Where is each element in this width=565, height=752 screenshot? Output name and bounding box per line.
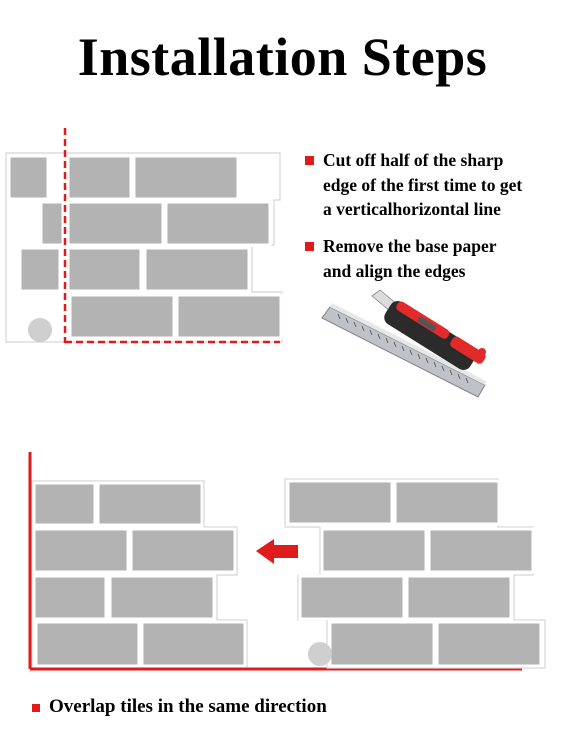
footer-note-text: Overlap tiles in the same direction — [49, 696, 327, 717]
step-1-line-3: a verticalhorizontal line — [323, 199, 501, 219]
bottom-right-tile-sheet — [284, 478, 546, 669]
bullet-square-icon — [305, 242, 314, 251]
peel-here-tab-icon — [28, 318, 52, 342]
step-1-line-2: edge of the first time to get — [323, 174, 523, 195]
step-2-line-2: and align the edges — [323, 260, 466, 281]
step-2-line-1: Remove the base paper — [323, 236, 497, 256]
bottom-left-tile-sheet — [28, 452, 522, 671]
peel-here-tab-icon — [308, 642, 332, 666]
step-1-line-1: Cut off half of the sharp — [323, 150, 504, 170]
top-tile-sheet — [5, 128, 283, 344]
arrow-left-icon — [256, 539, 298, 564]
ruler-icon — [321, 303, 486, 398]
step-1: Cut off half of the sharp edge of the fi… — [305, 148, 522, 222]
step-2: Remove the base paper and align the edge… — [305, 234, 497, 283]
footer-note: Overlap tiles in the same direction — [32, 695, 327, 720]
bullet-square-icon — [305, 156, 314, 165]
page-title: Installation Steps — [77, 27, 488, 87]
bullet-square-icon — [32, 704, 40, 712]
utility-knife-icon — [371, 289, 486, 371]
